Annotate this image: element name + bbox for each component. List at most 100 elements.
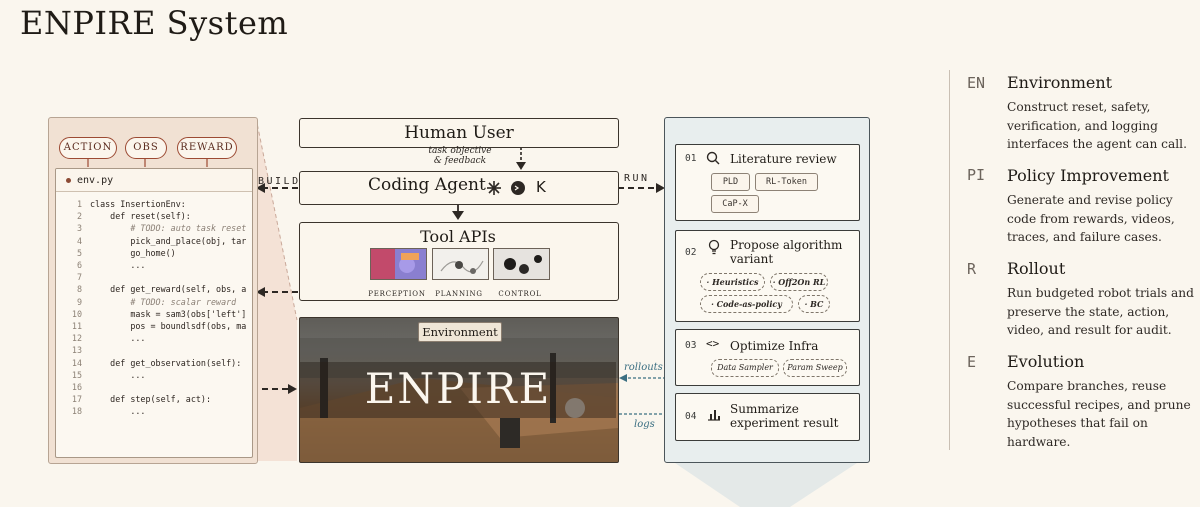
tag-pld: PLD [711, 173, 750, 191]
card-summarize-result [675, 393, 860, 441]
right-funnel-shape [672, 461, 860, 507]
side-title-rollout: Rollout [1007, 259, 1066, 278]
side-abbr-pi: PI [967, 166, 986, 184]
control-label: CONTROL [498, 290, 542, 298]
code-line: 6 ... [56, 259, 252, 271]
left-funnel-shape [256, 118, 297, 461]
line-number: 6 [76, 260, 82, 271]
code-text: go_home() [90, 247, 176, 258]
card-04-number: 04 [685, 411, 697, 422]
code-text: # TODO: scalar reward [90, 296, 237, 307]
environment-label: Environment [418, 322, 502, 342]
note-line-2: & feedback [433, 155, 487, 166]
editor-tab[interactable]: env.py [56, 169, 252, 192]
page-title: ENPIRE System [20, 4, 289, 42]
terminal-logo-icon [511, 181, 525, 195]
enpire-wordmark: ENPIRE [364, 364, 552, 413]
code-text: mask = sam3(obs['left'] [90, 308, 247, 319]
side-abbr-r: R [967, 260, 977, 278]
code-text: def get_reward(self, obs, a [90, 284, 247, 295]
lab-scene [300, 338, 618, 462]
side-divider [949, 70, 950, 450]
side-title-environment: Environment [1007, 73, 1113, 92]
card-02-title: Propose algorithm variant [730, 238, 842, 266]
rollouts-label: rollouts [624, 362, 663, 373]
bar-chart-icon [708, 410, 720, 421]
code-text: # TODO: auto task reset [90, 223, 247, 234]
code-body: 1 class InsertionEnv:2 def reset(self):3 … [56, 192, 252, 418]
code-text: ... [90, 369, 146, 380]
line-number: 1 [76, 199, 82, 209]
tag-param-sweep: Param Sweep [783, 359, 847, 377]
side-abbr-en: EN [967, 74, 986, 92]
left-funnel-edge [255, 117, 298, 321]
line-number: 8 [76, 284, 82, 295]
card-04-title-line-1: Summarize [730, 402, 799, 416]
human-user-box: Human User [299, 118, 619, 148]
rollouts-arrowhead [619, 374, 627, 382]
tool-apis-title: Tool APIs [420, 227, 496, 246]
tag-data-sampler: Data Sampler [711, 359, 779, 377]
tools-to-code-arrowhead [256, 287, 265, 297]
code-line: 14 def get_observation(self): [56, 357, 252, 369]
tag-heuristics: · Heuristics [700, 273, 765, 291]
code-text: pick_and_place(obj, tar [90, 235, 247, 246]
side-desc-policy-improvement: Generate and revise policy code from rew… [1007, 193, 1175, 244]
run-label: RUN [624, 173, 650, 184]
line-number: 10 [71, 308, 82, 319]
action-pill: ACTION [59, 137, 117, 159]
tag-cap-x: CaP-X [711, 195, 759, 213]
tab-dot-icon [66, 177, 71, 183]
card-02-title-line-2: variant [730, 252, 774, 266]
code-text: ... [90, 333, 146, 344]
code-to-env-arrowhead [288, 384, 297, 394]
lightbulb-icon [708, 239, 720, 255]
tag-code-as-policy: · Code-as-policy [700, 295, 793, 313]
tag-bc: · BC [798, 295, 830, 313]
code-line: 1 class InsertionEnv: [56, 198, 252, 210]
code-line: 10 mask = sam3(obs['left'] [56, 308, 252, 320]
code-text: ... [90, 406, 146, 417]
code-line: 16 [56, 381, 252, 393]
line-number: 5 [76, 247, 82, 258]
coding-agent-box [299, 171, 619, 205]
code-line: 18 ... [56, 405, 252, 417]
line-number: 14 [71, 357, 82, 368]
code-line: 7 [56, 271, 252, 283]
perception-label: PERCEPTION [368, 290, 426, 298]
human-to-agent-arrowhead [516, 162, 526, 170]
code-line: 15 ... [56, 369, 252, 381]
line-number: 12 [71, 333, 82, 344]
task-objective-note: task objective & feedback [418, 146, 502, 166]
card-01-number: 01 [685, 153, 697, 164]
reward-pill: REWARD [177, 137, 237, 159]
line-number: 17 [71, 394, 82, 405]
line-number: 7 [76, 272, 82, 283]
code-line: 3 # TODO: auto task reset [56, 222, 252, 234]
line-number: 13 [71, 345, 82, 356]
run-arrowhead [656, 183, 665, 193]
perception-thumbnail [370, 248, 427, 280]
code-text: def get_observation(self): [90, 357, 242, 368]
code-line: 13 [56, 344, 252, 356]
line-number: 15 [71, 369, 82, 380]
line-number: 4 [76, 235, 82, 246]
k-logo-icon: K [536, 178, 546, 196]
side-desc-evolution: Compare branches, reuse successful recip… [1007, 379, 1191, 449]
code-text: ... [90, 260, 146, 271]
card-03-title: Optimize Infra [730, 339, 819, 353]
tag-rl-token: RL-Token [755, 173, 818, 191]
code-text: class InsertionEnv: [90, 199, 186, 209]
code-text: pos = boundlsdf(obs, ma [90, 321, 247, 332]
code-line: 2 def reset(self): [56, 210, 252, 222]
code-brackets-icon: <> [706, 337, 720, 350]
line-number: 2 [76, 211, 82, 222]
code-line: 4 pick_and_place(obj, tar [56, 235, 252, 247]
card-01-title: Literature review [730, 152, 837, 166]
code-text: def step(self, act): [90, 394, 212, 405]
planning-thumbnail [432, 248, 489, 280]
agent-logos [487, 181, 525, 195]
card-02-number: 02 [685, 247, 697, 258]
card-optimize-infra [675, 329, 860, 386]
